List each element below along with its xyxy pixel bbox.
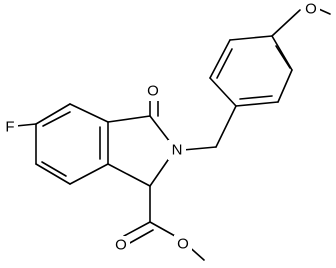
ring-nitrogen-label: N	[172, 142, 183, 159]
bond-benz-2	[69, 163, 109, 185]
ester-carbonyl-oxygen-label: O	[115, 237, 127, 254]
bond-ester-co-2	[127, 229, 154, 245]
bond-pmb-4	[209, 77, 237, 107]
bond-pmb-6	[229, 35, 273, 41]
bond-pmb-2	[277, 69, 293, 103]
bond-pmb-inner-1	[275, 45, 291, 69]
bond-pmb-inner-3	[216, 48, 233, 79]
bond-ester-co-1	[123, 221, 151, 237]
bond-aryl-ch2	[215, 105, 237, 148]
bond-pmb-5	[209, 39, 231, 79]
bond-c1-c3a	[107, 163, 151, 187]
fluorine-label: F	[5, 119, 14, 136]
bond-ester-oc	[149, 221, 176, 237]
bond-benz-6	[69, 103, 109, 123]
ester-ether-oxygen-label: O	[177, 236, 189, 253]
bond-benz-inner-3	[42, 111, 71, 127]
bond-n-c1	[149, 159, 169, 187]
carbonyl-oxygen-label: O	[147, 83, 159, 100]
bond-carbonylc-c7a	[107, 115, 151, 123]
bond-c-f	[15, 123, 37, 127]
bond-benz-5	[35, 103, 71, 125]
bond-pmb-1	[271, 35, 293, 71]
bond-benz-3	[35, 163, 71, 185]
bond-n-carbonylc	[149, 115, 171, 143]
bond-benz-inner-2	[41, 161, 67, 177]
bond-pmb-inner-2	[239, 95, 273, 100]
methoxy-oxygen-label: O	[305, 1, 317, 18]
bond-ch2-n	[182, 146, 217, 151]
bond-o-aryl	[271, 9, 301, 37]
bond-pmb-3	[235, 101, 279, 107]
